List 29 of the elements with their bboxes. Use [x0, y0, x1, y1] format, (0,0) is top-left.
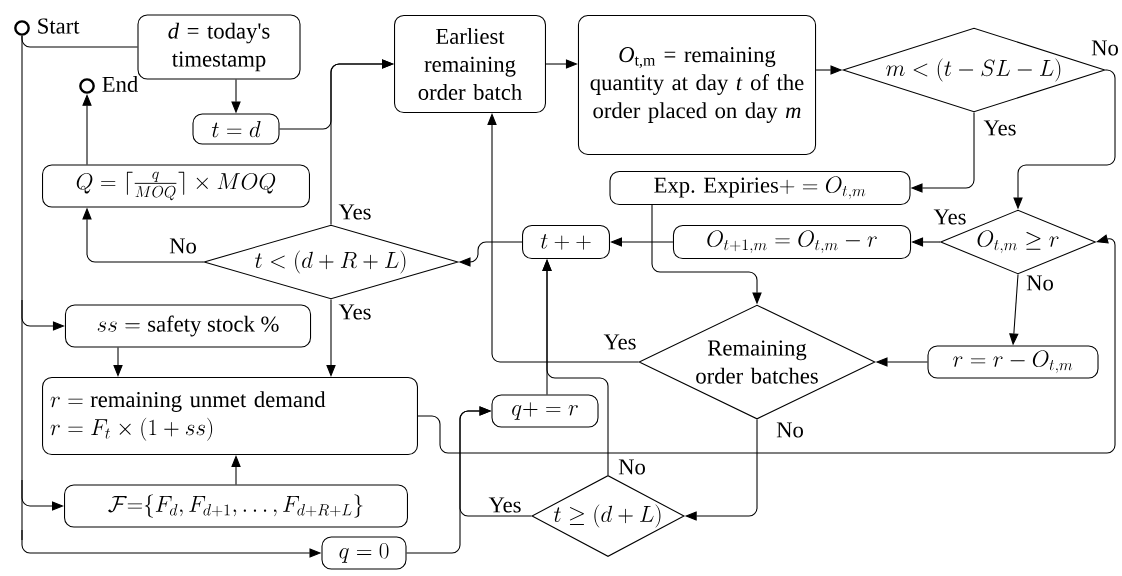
process-box: $O_{t+1,m} = O_{t,m} - r$: [672, 224, 912, 260]
process-box: Earliest remaining order batch: [394, 14, 546, 114]
process-box: d = today's timestamp: [137, 14, 301, 80]
process-box: $t++$: [522, 224, 610, 260]
edge-label: Yes: [602, 333, 638, 351]
arrow: [417, 234, 1116, 454]
process-box: $ss = \text{safety stock } \%$: [64, 304, 312, 348]
edge-label: Yes: [337, 303, 373, 321]
edge-label: No: [616, 458, 648, 476]
edge-label: Yes: [982, 119, 1018, 137]
process-box: $\mathcal{F}{=}\{F_d, F_{d+1}, \ldots, F_{d+R+L}\}$: [64, 484, 408, 528]
edge-label: Yes: [337, 203, 373, 221]
process-box: $q+=r$: [491, 394, 599, 428]
edge-label: Yes: [487, 496, 523, 514]
process-box: $q = 0$: [321, 536, 407, 570]
process-box: $r = \text{remaining unmet demand}$ $r = F_t \times (1 + ss)$: [42, 376, 418, 456]
edge-label: No: [167, 237, 199, 255]
edge-label: No: [1024, 274, 1056, 292]
process-box: O$_{t,m}$ = remaining quantity at day t of the order placed on day m: [577, 15, 817, 155]
edge-label: No: [774, 421, 806, 439]
terminal-label: End: [102, 76, 138, 92]
process-box: $r = r - O_{t,m}$: [927, 345, 1099, 379]
arrow: [330, 59, 394, 225]
process-box: $\text{Exp. Expiries} += O_{t,m}$: [609, 170, 911, 206]
process-box: $t = d$: [192, 113, 280, 145]
arrow: [21, 479, 64, 511]
terminal-label: Start: [38, 18, 80, 34]
process-box: $Q = \lceil \frac{q}{MOQ} \rceil \times MOQ$: [42, 164, 310, 208]
arrow: [610, 237, 674, 247]
